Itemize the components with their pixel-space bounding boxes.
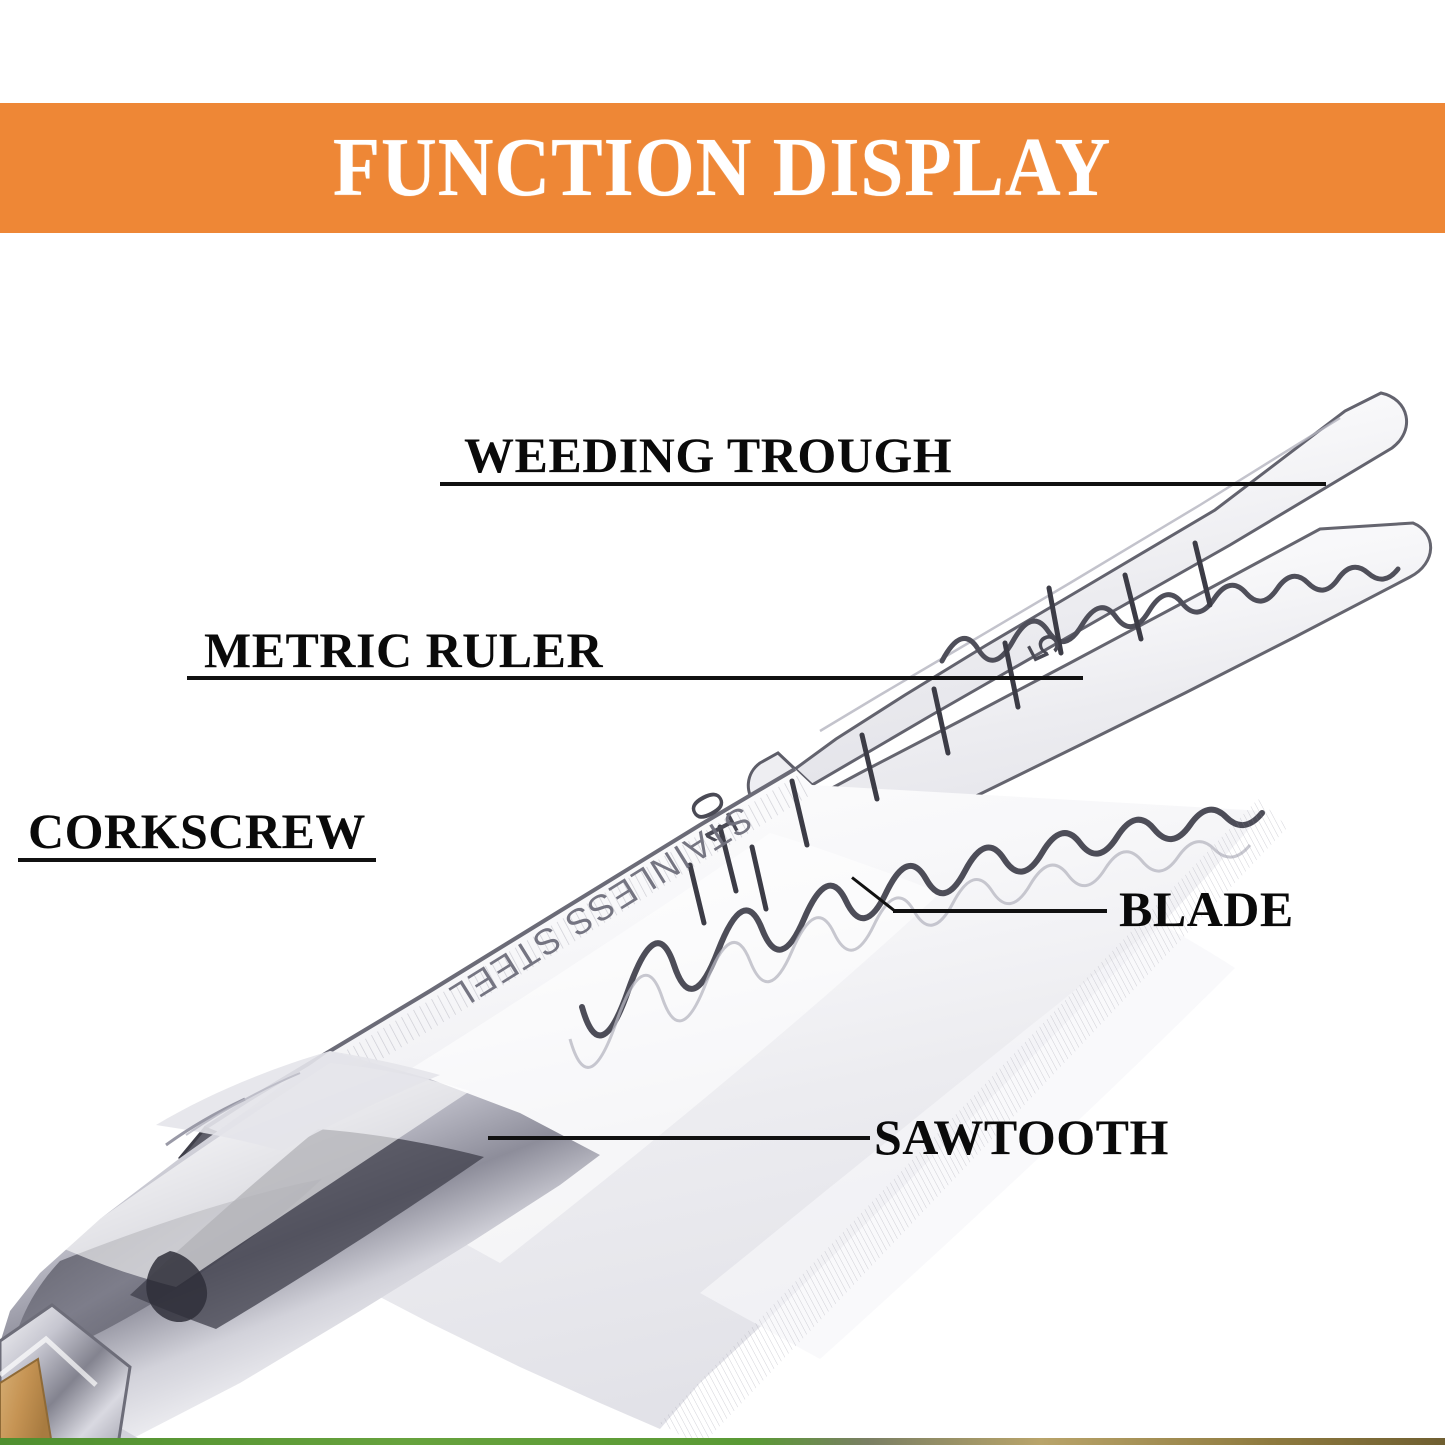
callout-label-metric-ruler: METRIC RULER xyxy=(204,622,604,678)
wooden-handle xyxy=(0,1357,54,1445)
leader-line-metric-ruler xyxy=(187,676,1083,680)
tool-vector: 5 10 STAINLESS STEEL xyxy=(0,391,1433,1445)
callout-label-corkscrew: CORKSCREW xyxy=(28,803,366,859)
callout-weeding-trough: WEEDING TROUGH xyxy=(464,430,952,480)
page-title: FUNCTION DISPLAY xyxy=(333,121,1112,214)
header-banner: FUNCTION DISPLAY xyxy=(0,103,1445,233)
callout-label-sawtooth: SAWTOOTH xyxy=(874,1109,1169,1165)
product-illustration: 5 10 STAINLESS STEEL xyxy=(0,233,1445,1445)
callout-sawtooth: SAWTOOTH xyxy=(874,1112,1169,1162)
grass-strip xyxy=(0,1438,1445,1445)
callout-label-blade: BLADE xyxy=(1119,881,1294,937)
callout-metric-ruler: METRIC RULER xyxy=(204,625,603,675)
callout-label-weeding-trough: WEEDING TROUGH xyxy=(464,427,953,483)
leader-line-weeding-trough xyxy=(440,482,1326,486)
metric-ruler-ticks xyxy=(687,540,1213,926)
callout-corkscrew: CORKSCREW xyxy=(28,806,366,856)
sawtooth-edge xyxy=(568,799,1288,1445)
leader-line-corkscrew xyxy=(18,858,376,862)
weeding-trough-upper-prong xyxy=(792,391,1409,787)
callout-blade: BLADE xyxy=(1119,884,1294,934)
leader-line-sawtooth xyxy=(488,1136,870,1140)
scoop-upper-lip xyxy=(156,1051,440,1151)
weeding-trough-scoop xyxy=(0,1051,600,1445)
leader-line-blade xyxy=(893,909,1107,913)
